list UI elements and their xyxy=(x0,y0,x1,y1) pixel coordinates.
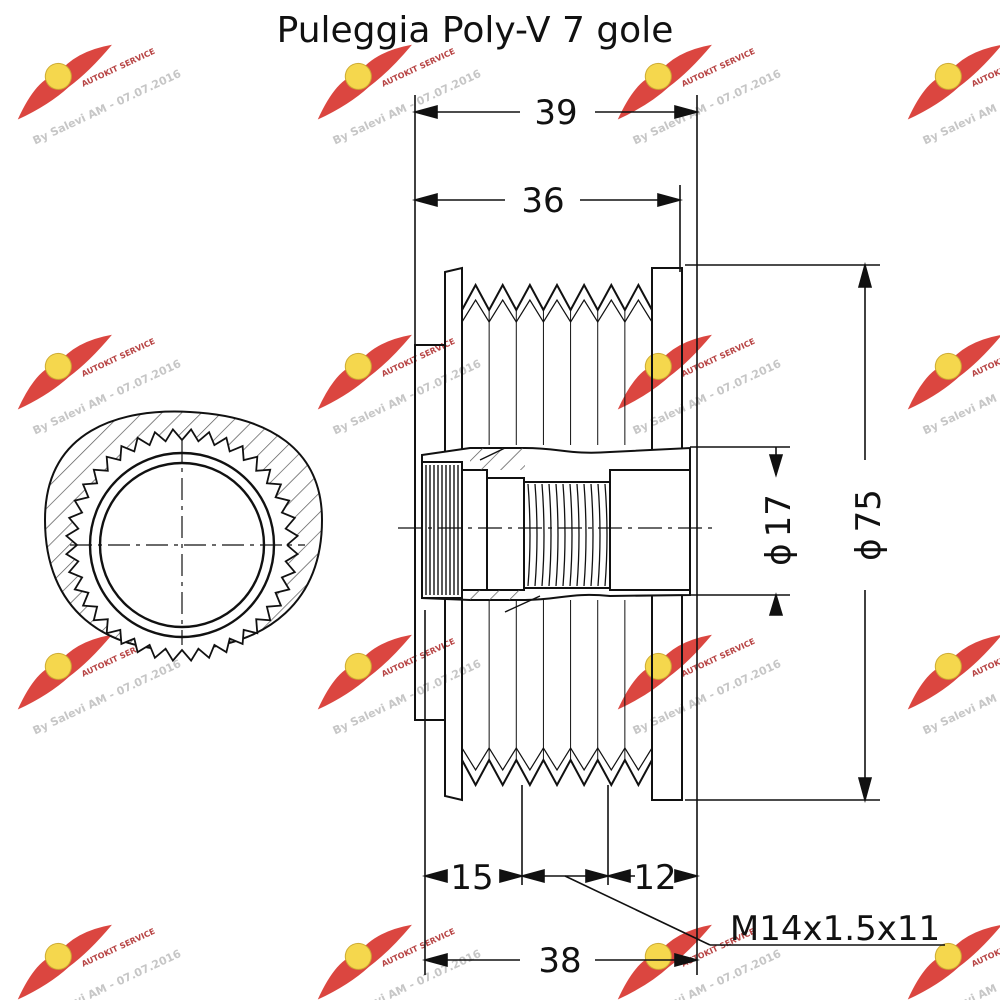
shaft-hole-left xyxy=(486,477,525,591)
thread-line xyxy=(590,483,594,587)
dim-left-section: 15 xyxy=(450,858,493,898)
watermark-circle xyxy=(344,352,372,380)
dim-39-arrow-left xyxy=(411,104,438,120)
section-diag-1 xyxy=(479,447,506,461)
left-outer-flange xyxy=(444,266,463,802)
thread-line xyxy=(555,483,559,587)
thread-line xyxy=(541,483,545,587)
thread-line xyxy=(576,483,580,587)
thread-line xyxy=(527,483,531,587)
dim-pulley-width: 36 xyxy=(521,181,564,221)
dim-12-arrow-left xyxy=(604,868,631,884)
watermark-circle xyxy=(44,652,72,680)
dim-base-length: 38 xyxy=(538,941,581,981)
dim-15-arrow-right xyxy=(499,868,526,884)
dim-75-arrow-bottom xyxy=(857,777,873,804)
dim-overall-width: 39 xyxy=(534,93,577,133)
lower-v-grooves xyxy=(461,757,653,788)
dim-mid-arrow-right xyxy=(585,868,612,884)
watermark-circle xyxy=(44,62,72,90)
watermark-circle xyxy=(934,352,962,380)
dim-17-arrow-bottom xyxy=(768,592,784,616)
section-diag-2 xyxy=(504,595,541,613)
thread-line xyxy=(604,483,608,587)
diameter-symbol-75: ϕ xyxy=(849,538,889,560)
watermark-circle xyxy=(344,62,372,90)
diameter-symbol-17: ϕ xyxy=(759,543,799,565)
dim-15-arrow-left xyxy=(421,868,448,884)
hatch-bottom-left xyxy=(470,590,525,600)
watermark-circle xyxy=(44,942,72,970)
drawing-title: Puleggia Poly-V 7 gole xyxy=(277,10,674,51)
dim-bore-diameter-label: ϕ 17 xyxy=(759,494,799,566)
dim-36-arrow-right xyxy=(657,192,684,208)
dim-38-arrow-left xyxy=(421,952,448,968)
thread-line xyxy=(548,483,552,587)
thread-line xyxy=(597,483,601,587)
watermark-circle xyxy=(44,352,72,380)
upper-v-grooves-inner xyxy=(461,298,653,324)
thread-line xyxy=(569,483,573,587)
watermark-circle xyxy=(934,62,962,90)
spline-bore-lines xyxy=(425,465,459,595)
dim-36-arrow-left xyxy=(411,192,438,208)
dim-bore-diameter: 17 xyxy=(759,494,799,537)
dim-12-arrow-right xyxy=(674,868,701,884)
watermark-circle xyxy=(934,652,962,680)
watermark-circle xyxy=(644,942,672,970)
watermark-circle xyxy=(344,652,372,680)
thread-line xyxy=(534,483,538,587)
dim-mid-arrow-left xyxy=(518,868,545,884)
watermark-circle xyxy=(344,942,372,970)
dimension-layer: 39 36 ϕ 75 ϕ 17 15 12 xyxy=(411,93,945,981)
thread-leader-line xyxy=(564,875,711,946)
upper-v-grooves xyxy=(461,282,653,313)
bearing-step xyxy=(461,469,488,591)
dim-17-arrow-top xyxy=(768,454,784,478)
dim-outer-diameter-label: ϕ 75 xyxy=(849,489,889,561)
dim-outer-diameter: 75 xyxy=(849,489,889,532)
thread-line xyxy=(583,483,587,587)
dim-right-section: 12 xyxy=(633,858,676,898)
watermark-circle xyxy=(644,62,672,90)
dim-38-arrow-right xyxy=(674,952,701,968)
lower-v-grooves-inner xyxy=(461,746,653,772)
thread-lines xyxy=(527,483,608,587)
dim-75-arrow-top xyxy=(857,261,873,288)
side-section-view xyxy=(398,95,880,975)
threaded-section xyxy=(523,481,611,589)
dim-thread: M14x1.5x11 xyxy=(730,909,940,949)
hatch-top-left xyxy=(470,448,525,470)
right-counterbore xyxy=(609,469,691,591)
dim-39-arrow-right xyxy=(674,104,701,120)
thread-line xyxy=(562,483,566,587)
end-view xyxy=(43,410,324,663)
